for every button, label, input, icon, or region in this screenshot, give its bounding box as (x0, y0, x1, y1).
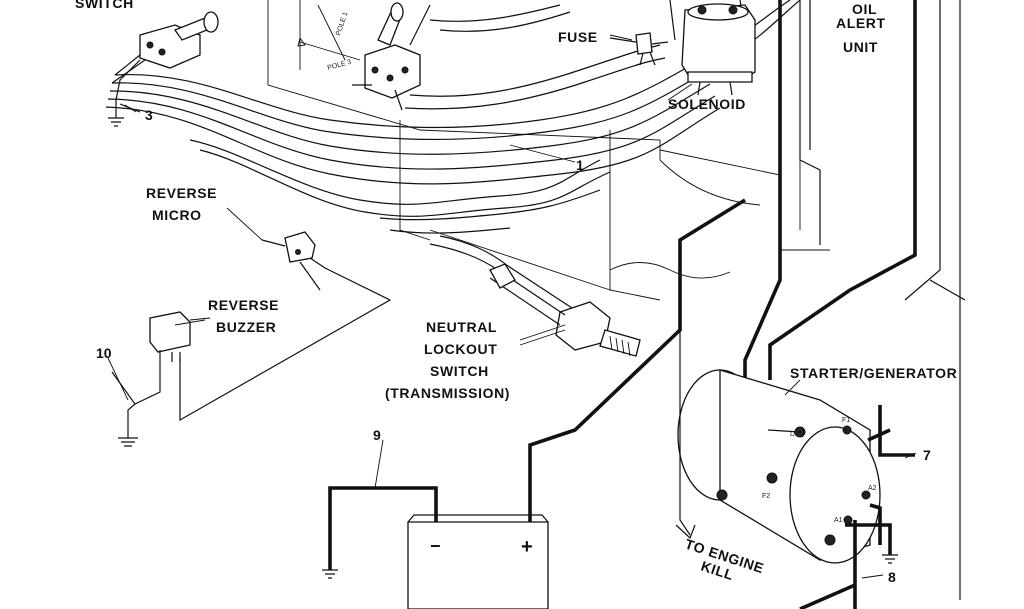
pole-3-label: POLE 3 (327, 59, 353, 72)
battery (322, 198, 746, 609)
wire-number-3: 3 (145, 107, 153, 123)
terminal-df-label: DF (790, 431, 799, 438)
unit-label: UNIT (843, 39, 878, 55)
wire-number-9: 9 (373, 427, 381, 443)
terminal-a1-label: A1 (834, 517, 843, 524)
fuse-label: FUSE (558, 29, 598, 45)
wire-harness (105, 0, 801, 271)
oil-label: OIL (852, 1, 877, 17)
wire-number-8: 8 (888, 569, 896, 585)
reverse-micro-switch (179, 231, 392, 422)
key-switch (111, 11, 219, 84)
lockout-label: LOCKOUT (424, 341, 497, 357)
terminal-f1-label: F1 (842, 417, 850, 424)
wire-number-7: 7 (923, 447, 931, 463)
ground-wire-3 (108, 59, 141, 127)
reverse-buzzer-label-1: REVERSE (208, 297, 279, 313)
leader-lines (107, 34, 917, 579)
starter-generator-label: STARTER/GENERATOR (790, 365, 957, 381)
terminal-f2-label: F2 (762, 493, 770, 500)
neutral-lockout-switch (489, 263, 641, 357)
solenoid (681, 3, 756, 96)
reverse-buzzer (111, 311, 206, 447)
alert-label: ALERT (836, 15, 886, 31)
transmission-label: (TRANSMISSION) (385, 385, 510, 401)
lockout-switch-label: SWITCH (430, 363, 489, 379)
neutral-label: NEUTRAL (426, 319, 497, 335)
engine-kill-wire (675, 330, 696, 540)
switch-label: SWITCH (75, 0, 134, 11)
fuse (609, 32, 669, 66)
pole-1-label: POLE 1 (335, 11, 349, 37)
fwd-rev-switch (297, 2, 431, 111)
terminal-a2-label: A2 (868, 485, 877, 492)
wire-number-1: 1 (576, 157, 584, 173)
starter-generator (677, 369, 915, 609)
reverse-buzzer-label-2: BUZZER (216, 319, 276, 335)
wire-number-10: 10 (96, 345, 112, 361)
reverse-micro-label-1: REVERSE (146, 185, 217, 201)
solenoid-label: SOLENOID (668, 96, 746, 112)
reverse-micro-label-2: MICRO (152, 207, 202, 223)
battery-positive-label: + (521, 536, 533, 558)
battery-negative-label: − (430, 536, 441, 556)
